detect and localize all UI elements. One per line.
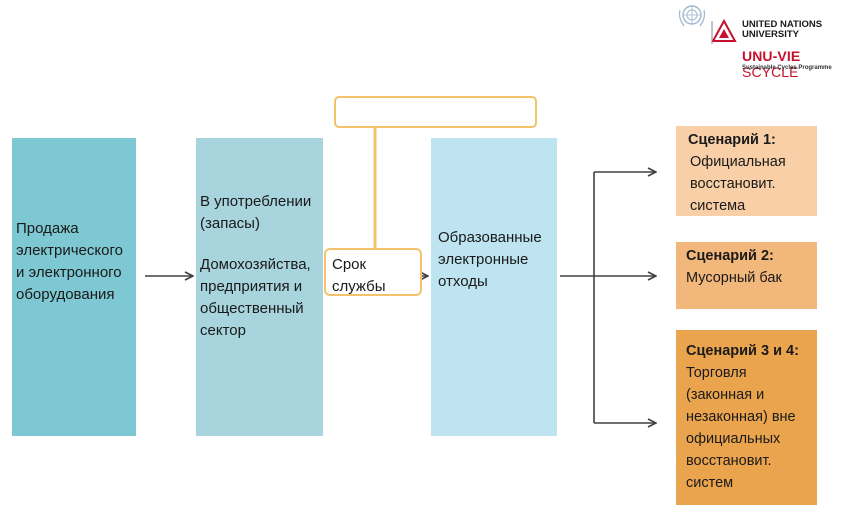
- scenario-1-title: Сценарий 1:: [688, 132, 776, 148]
- scenario-1-box: Сценарий 1: Официальная восстановит. сис…: [676, 126, 817, 216]
- scenario-1-text: Официальная восстановит. система: [690, 154, 786, 214]
- sales-box: Продажа электрического и электронного об…: [12, 138, 136, 436]
- scycle-logo-text: UNU-VIE SCYCLE: [742, 48, 850, 80]
- un-emblem-icon: [676, 2, 708, 30]
- sales-label: Продажа электрического и электронного об…: [16, 220, 123, 303]
- in-use-sectors-label: Домохозяйства, предприятия и общественны…: [200, 256, 311, 339]
- lifetime-box: Срок службы: [324, 248, 422, 296]
- scenario-2-text: Мусорный бак: [686, 270, 782, 286]
- scycle-light: SCYCLE: [742, 64, 799, 80]
- scenario-3-4-text: Торговля (законная и незаконная) вне офи…: [686, 365, 796, 491]
- scycle-tagline: Sustainable Cycles Programme: [742, 65, 832, 71]
- in-use-label: В употреблении (запасы): [200, 193, 312, 232]
- scenario-3-4-box: Сценарий 3 и 4: Торговля (законная и нез…: [676, 330, 817, 505]
- scycle-bold: UNU-VIE: [742, 48, 801, 64]
- generated-waste-label: Образованные электронные отходы: [438, 229, 542, 290]
- unu-title: UNITED NATIONS UNIVERSITY: [742, 19, 823, 40]
- scenario-3-4-title: Сценарий 3 и 4:: [686, 343, 799, 359]
- unu-emblem-icon: [710, 18, 738, 46]
- empty-callout-box: [334, 96, 537, 128]
- generated-waste-box: Образованные электронные отходы: [431, 138, 557, 436]
- lifetime-label: Срок службы: [332, 256, 386, 295]
- scenario-2-title: Сценарий 2:: [686, 248, 774, 264]
- scenario-2-box: Сценарий 2: Мусорный бак: [676, 242, 817, 309]
- in-use-box: В употреблении (запасы) Домохозяйства, п…: [196, 138, 323, 436]
